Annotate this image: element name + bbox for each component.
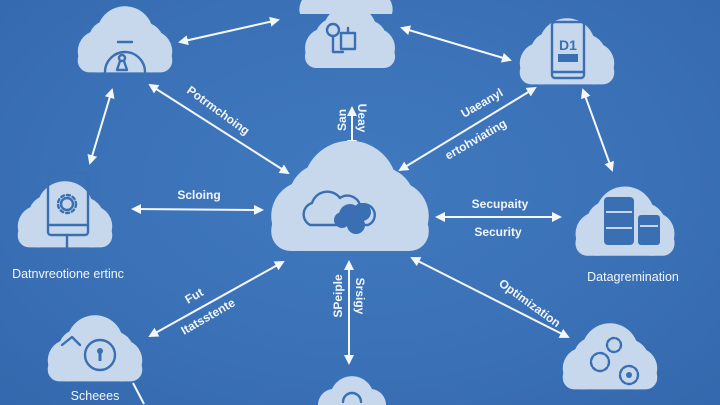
arrow-topleft-center <box>148 83 290 175</box>
link-label: Secupaity <box>472 197 529 211</box>
cloud-node-center[interactable] <box>271 140 429 251</box>
tablet-icon: D1 <box>550 20 586 80</box>
cloud-node-top-left[interactable] <box>77 6 173 74</box>
node-caption-left: Datnvreotione ertinc <box>12 267 124 281</box>
database-icon <box>604 197 660 245</box>
cloud-node-top-right[interactable]: D1 <box>519 18 615 85</box>
node-caption-right: Datagremination <box>587 270 679 284</box>
link-label: Uaeanyl <box>459 85 506 120</box>
cloud-node-bottom-left[interactable] <box>47 315 143 382</box>
arrow-topright-right <box>581 88 614 172</box>
cloud-node-bottom-right[interactable] <box>562 323 658 390</box>
lightbulb-device-icon <box>325 22 357 54</box>
link-label: Fut <box>183 285 206 306</box>
cloud-node-right[interactable] <box>575 186 675 256</box>
link-label: Ueay <box>355 104 369 133</box>
cloud-sync-icon <box>302 190 376 234</box>
cloud-node-top-center[interactable] <box>305 5 395 68</box>
cloud-node-left[interactable] <box>17 171 113 257</box>
arrow-center-bottomleft <box>148 261 285 337</box>
monitor-gear-icon <box>46 171 90 257</box>
gears-icon <box>589 336 640 386</box>
node-caption-bottom-left: Scheees <box>71 389 120 403</box>
link-label: Optimization <box>496 276 563 330</box>
arrow-topleft-top <box>178 16 280 46</box>
connector-arrows <box>87 16 614 405</box>
link-label: San <box>335 109 349 131</box>
padlock-icon <box>341 391 363 404</box>
arrow-top-topright <box>400 25 512 63</box>
arrow-center-bottomright <box>410 257 570 338</box>
link-label: Srsigy <box>353 278 367 315</box>
link-label: Scloing <box>177 188 220 202</box>
arrow-topright-center <box>398 86 537 172</box>
keyhole-lock-icon <box>60 335 117 372</box>
tablet-label: D1 <box>559 37 577 53</box>
stopwatch-lock-icon <box>103 40 147 74</box>
link-label: Security <box>474 225 522 239</box>
caption-pointer-line <box>132 382 145 405</box>
link-label: SPeiple <box>331 274 345 318</box>
arrow-left-center <box>131 204 264 215</box>
cloud-node-bottom-center[interactable] <box>317 376 387 405</box>
arrow-topleft-left <box>87 88 115 165</box>
